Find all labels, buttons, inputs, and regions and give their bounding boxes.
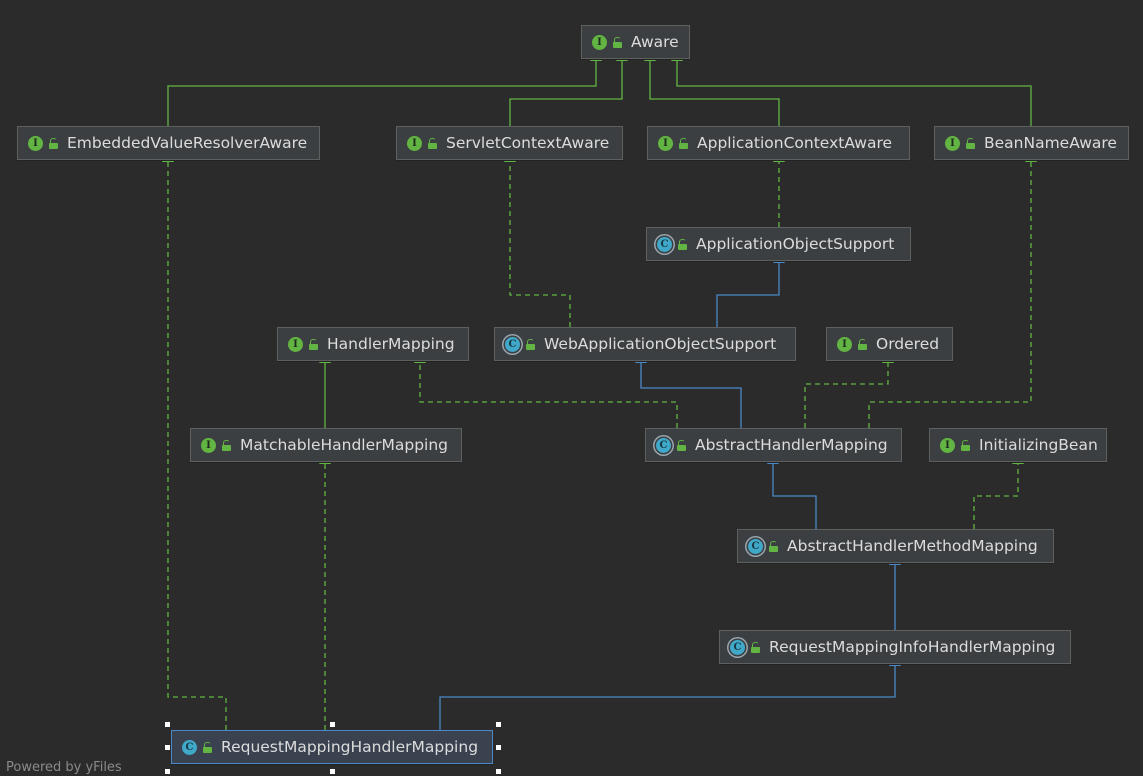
edge-ahm-to-hm — [414, 352, 678, 428]
edge-waos-to-sca — [504, 151, 571, 327]
interface-icon: I — [940, 437, 955, 453]
class-icon: C — [182, 739, 197, 755]
selection-handle[interactable] — [165, 745, 170, 750]
node-handler-mapping[interactable]: I HandlerMapping — [277, 327, 469, 361]
node-request-mapping-handler-mapping[interactable]: C RequestMappingHandlerMapping — [171, 730, 493, 764]
public-lock-icon — [309, 338, 318, 350]
public-lock-icon — [769, 540, 778, 552]
edge-waos-to-aos — [716, 252, 785, 327]
node-web-application-object-support[interactable]: C WebApplicationObjectSupport — [494, 327, 796, 361]
edge-bna-to-aware — [671, 50, 1032, 126]
node-label: ServletContextAware — [446, 134, 610, 152]
edge-ahmm-to-ahm — [767, 453, 817, 529]
node-label: HandlerMapping — [327, 335, 455, 353]
abstract-class-icon: C — [505, 336, 520, 352]
public-lock-icon — [526, 338, 535, 350]
node-label: WebApplicationObjectSupport — [544, 335, 777, 353]
node-label: RequestMappingHandlerMapping — [221, 738, 479, 756]
node-label: Ordered — [876, 335, 940, 353]
public-lock-icon — [858, 338, 867, 350]
interface-icon: I — [201, 437, 216, 453]
node-label: EmbeddedValueResolverAware — [67, 134, 308, 152]
node-abstract-handler-mapping[interactable]: C AbstractHandlerMapping — [645, 428, 902, 462]
public-lock-icon — [679, 137, 688, 149]
node-abstract-handler-method-mapping[interactable]: C AbstractHandlerMethodMapping — [737, 529, 1054, 563]
node-ordered[interactable]: I Ordered — [826, 327, 953, 361]
node-aware[interactable]: I Aware — [581, 25, 690, 59]
node-label: ApplicationObjectSupport — [696, 235, 895, 253]
node-embedded-value-resolver-aware[interactable]: I EmbeddedValueResolverAware — [17, 126, 320, 160]
node-servlet-context-aware[interactable]: I ServletContextAware — [396, 126, 623, 160]
edge-sca-to-aware — [509, 50, 628, 126]
node-application-object-support[interactable]: C ApplicationObjectSupport — [646, 227, 911, 261]
edge-aca-to-aware — [644, 50, 780, 126]
edge-ahmm-to-ib — [973, 453, 1024, 529]
public-lock-icon — [222, 439, 231, 451]
node-initializing-bean[interactable]: I InitializingBean — [929, 428, 1107, 462]
edge-evra-to-aware — [167, 50, 602, 126]
node-label: AbstractHandlerMethodMapping — [787, 537, 1038, 555]
interface-icon: I — [592, 34, 607, 50]
public-lock-icon — [678, 238, 687, 250]
selection-handle[interactable] — [496, 769, 501, 774]
node-label: MatchableHandlerMapping — [240, 436, 449, 454]
abstract-class-icon: C — [748, 538, 763, 554]
interface-icon: I — [28, 135, 43, 151]
interface-icon: I — [837, 336, 852, 352]
edge-ahm-to-bna — [868, 151, 1037, 428]
selection-handle[interactable] — [496, 745, 501, 750]
edge-rmhm-to-rmihm — [439, 655, 901, 730]
public-lock-icon — [613, 36, 622, 48]
edge-ahm-to-waos — [635, 352, 742, 428]
node-application-context-aware[interactable]: I ApplicationContextAware — [647, 126, 910, 160]
node-matchable-handler-mapping[interactable]: I MatchableHandlerMapping — [190, 428, 462, 462]
public-lock-icon — [49, 137, 58, 149]
node-request-mapping-info-handler-mapping[interactable]: C RequestMappingInfoHandlerMapping — [719, 630, 1071, 664]
public-lock-icon — [961, 439, 970, 451]
selection-handle[interactable] — [330, 769, 335, 774]
selection-handle[interactable] — [165, 722, 170, 727]
abstract-class-icon: C — [657, 236, 672, 252]
node-label: BeanNameAware — [984, 134, 1117, 152]
node-label: InitializingBean — [979, 436, 1098, 454]
node-label: ApplicationContextAware — [697, 134, 893, 152]
public-lock-icon — [203, 741, 212, 753]
public-lock-icon — [677, 439, 686, 451]
public-lock-icon — [751, 641, 760, 653]
abstract-class-icon: C — [656, 437, 671, 453]
node-label: Aware — [631, 33, 679, 51]
abstract-class-icon: C — [730, 639, 745, 655]
interface-icon: I — [658, 135, 673, 151]
node-label: RequestMappingInfoHandlerMapping — [769, 638, 1056, 656]
interface-icon: I — [945, 135, 960, 151]
node-label: AbstractHandlerMapping — [695, 436, 888, 454]
powered-by-footer: Powered by yFiles — [6, 760, 122, 775]
selection-handle[interactable] — [496, 722, 501, 727]
node-bean-name-aware[interactable]: I BeanNameAware — [934, 126, 1129, 160]
public-lock-icon — [966, 137, 975, 149]
interface-icon: I — [407, 135, 422, 151]
edge-ahm-to-ord — [804, 352, 894, 428]
selection-handle[interactable] — [165, 769, 170, 774]
selection-handle[interactable] — [330, 722, 335, 727]
public-lock-icon — [428, 137, 437, 149]
interface-icon: I — [288, 336, 303, 352]
